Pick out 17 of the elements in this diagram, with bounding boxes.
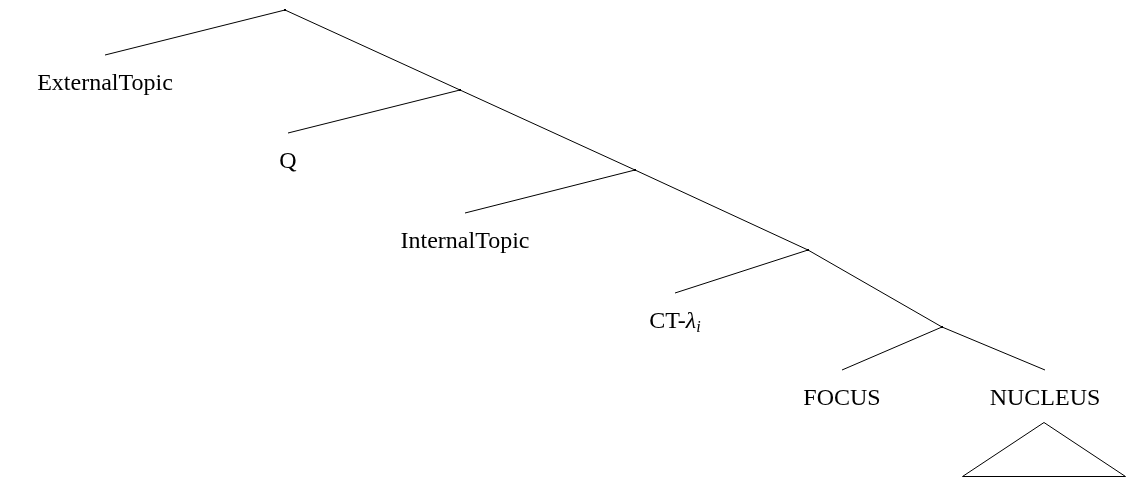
tree-branch bbox=[464, 169, 636, 214]
node-label: CT-λ$_{i}$ bbox=[649, 293, 701, 335]
tree-branch bbox=[287, 89, 461, 134]
tree-branch bbox=[284, 9, 461, 91]
tree-branch bbox=[674, 249, 809, 294]
tree-branch bbox=[104, 9, 286, 56]
triangle bbox=[962, 422, 1126, 477]
tree-branch bbox=[941, 326, 1046, 371]
node-label: Q bbox=[279, 133, 297, 175]
tree-branch bbox=[459, 89, 636, 171]
node-label: InternalTopic bbox=[400, 213, 530, 255]
tree-branch bbox=[807, 249, 943, 328]
node-label: FOCUS bbox=[803, 370, 881, 412]
tree-branch bbox=[841, 326, 943, 371]
node-label: ExternalTopic bbox=[37, 55, 173, 97]
node-label: NUCLEUS bbox=[989, 370, 1101, 412]
tree-branch bbox=[634, 169, 809, 251]
